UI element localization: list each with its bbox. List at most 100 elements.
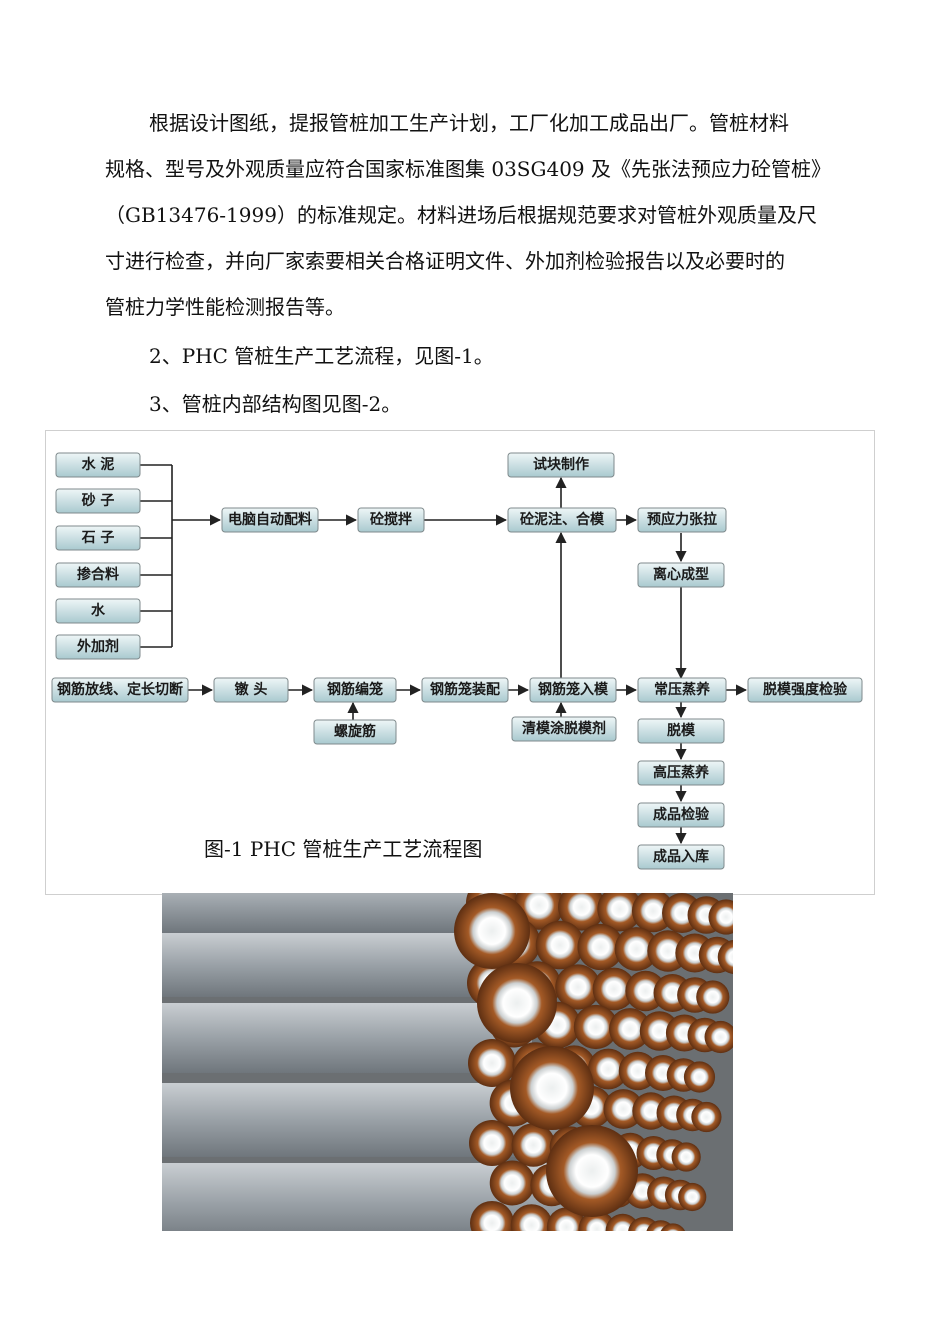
box-label: 石 子 <box>81 530 115 546</box>
box-cement: 水 泥 <box>55 452 141 478</box>
box-centrifugal-forming: 离心成型 <box>637 562 725 588</box>
box-label: 钢筋笼入模 <box>538 681 609 698</box>
box-label: 水 <box>91 602 106 619</box>
box-label: 电脑自动配料 <box>228 511 312 528</box>
box-label: 脱模强度检验 <box>763 681 848 698</box>
pipe-end <box>683 1061 716 1093</box>
box-label: 试块制作 <box>533 456 589 473</box>
pipe-end <box>696 980 730 1014</box>
pipe-end <box>577 923 624 971</box>
box-label: 钢筋编笼 <box>327 681 383 698</box>
pipe-stack <box>162 893 733 1231</box>
paragraph-line: 寸进行检查，并向厂家索要相关合格证明文件、外加剂检验报告以及必要时的 <box>105 249 785 273</box>
pipe-end <box>631 893 675 933</box>
box-high-pressure-curing: 高压蒸养 <box>637 760 725 786</box>
box-additive: 外加剂 <box>55 634 141 660</box>
pipe-end <box>477 963 557 1043</box>
pipe-end <box>614 927 659 971</box>
box-label: 成品检验 <box>653 806 710 823</box>
list-item-2: 2、PHC 管桩生产工艺流程，见图-1。 <box>149 344 494 368</box>
paragraph-line: 根据设计图纸，提报管桩加工生产计划，工厂化加工成品出厂。管桩材料 <box>149 111 789 135</box>
box-label: 离心成型 <box>653 566 709 583</box>
pipe-end <box>511 1123 556 1167</box>
box-cage-weaving: 钢筋编笼 <box>313 677 397 703</box>
flowchart-svg: 水 泥 砂 子 石 子 掺合料 水 外加剂 电脑自动配料 砼搅拌 砼泥注、合模 … <box>51 452 863 870</box>
flow-connectors <box>140 464 748 845</box>
box-atmospheric-curing: 常压蒸养 <box>637 677 727 703</box>
pipe-end <box>717 940 733 974</box>
pipe-end <box>555 964 601 1010</box>
pipe-end <box>489 1160 535 1206</box>
box-water: 水 <box>55 598 141 624</box>
intro-paragraph: 根据设计图纸，提报管桩加工生产计划，工厂化加工成品出厂。管桩材料 规格、型号及外… <box>105 100 867 330</box>
pipe-end <box>573 1004 618 1050</box>
box-prestress-tension: 预应力张拉 <box>637 507 727 533</box>
pipe-end <box>470 1201 514 1231</box>
pipe-end <box>558 893 606 931</box>
pipe-end <box>592 967 636 1011</box>
pipe-end <box>468 1039 516 1087</box>
box-label: 水 泥 <box>82 456 115 473</box>
box-cage-assembly: 钢筋笼装配 <box>421 677 509 703</box>
box-label: 常压蒸养 <box>654 681 711 698</box>
box-steel-cutting: 钢筋放线、定长切断 <box>51 677 189 703</box>
box-product-storage: 成品入库 <box>637 844 725 870</box>
box-label: 砼搅拌 <box>370 511 412 528</box>
pipe-end <box>708 899 733 935</box>
pipe-end <box>660 1223 686 1231</box>
box-auto-batching: 电脑自动配料 <box>221 507 319 533</box>
pipe-end <box>704 1020 733 1054</box>
box-label: 钢筋笼装配 <box>430 681 500 698</box>
pipe-end <box>535 920 585 970</box>
box-label: 砼泥注、合模 <box>520 511 605 528</box>
box-cage-into-mold: 钢筋笼入模 <box>529 677 617 703</box>
flowchart-figure: 水 泥 砂 子 石 子 掺合料 水 外加剂 电脑自动配料 砼搅拌 砼泥注、合模 … <box>45 430 875 895</box>
stacked-concrete-piles-photo <box>162 893 733 1231</box>
pipe-body <box>162 933 502 997</box>
box-pouring-closing: 砼泥注、合模 <box>507 507 617 533</box>
box-concrete-mixing: 砼搅拌 <box>357 507 425 533</box>
box-label: 高压蒸养 <box>653 764 710 781</box>
box-label: 砂 子 <box>81 492 115 509</box>
box-demold: 脱模 <box>637 718 725 744</box>
pipe-end <box>678 1182 707 1212</box>
pipe-end <box>691 1101 722 1133</box>
box-demold-strength-test: 脱模强度检验 <box>747 677 863 703</box>
pipe-end <box>546 1125 638 1217</box>
pipe-end <box>469 1120 515 1166</box>
stacked-piles-photo <box>162 893 733 1231</box>
pipe-end <box>597 893 643 932</box>
pipe-body <box>162 1003 532 1073</box>
box-product-inspection: 成品检验 <box>637 802 725 828</box>
box-label: 成品入库 <box>653 848 709 865</box>
box-test-block: 试块制作 <box>507 452 615 478</box>
box-label: 钢筋放线、定长切断 <box>57 681 183 698</box>
figure-caption: 图-1 PHC 管桩生产工艺流程图 <box>204 837 483 861</box>
pipe-end <box>454 893 530 969</box>
box-stone: 石 子 <box>55 525 141 551</box>
paragraph-line: 规格、型号及外观质量应符合国家标准图集 03SG409 及《先张法预应力砼管桩》 <box>105 157 832 181</box>
box-label: 掺合料 <box>77 566 119 583</box>
box-sand: 砂 子 <box>55 488 141 514</box>
paragraph-line: 管桩力学性能检测报告等。 <box>105 295 345 319</box>
box-spiral-bar: 螺旋筋 <box>313 719 397 745</box>
pipe-end <box>609 1008 651 1050</box>
list-item-3: 3、管桩内部结构图见图-2。 <box>149 392 402 416</box>
box-label: 镦 头 <box>235 681 268 698</box>
box-admixture-material: 掺合料 <box>55 562 141 588</box>
box-label: 预应力张拉 <box>647 511 717 528</box>
pipe-body <box>162 893 472 933</box>
pipe-body <box>162 1083 562 1157</box>
pipe-end <box>587 1048 629 1090</box>
pipe-end <box>510 1046 594 1130</box>
pipe-end <box>510 1204 553 1231</box>
box-label: 脱模 <box>667 722 696 739</box>
pipe-end <box>671 1142 701 1172</box>
box-label: 清模涂脱模剂 <box>522 720 606 737</box>
box-mold-release: 清模涂脱模剂 <box>511 716 617 742</box>
box-upsetting: 镦 头 <box>213 677 289 703</box>
box-label: 外加剂 <box>77 638 119 655</box>
pipe-end <box>603 1089 644 1129</box>
paragraph-line: （GB13476-1999）的标准规定。材料进场后根据规范要求对管桩外观质量及尺 <box>105 203 817 227</box>
box-label: 螺旋筋 <box>334 723 376 740</box>
